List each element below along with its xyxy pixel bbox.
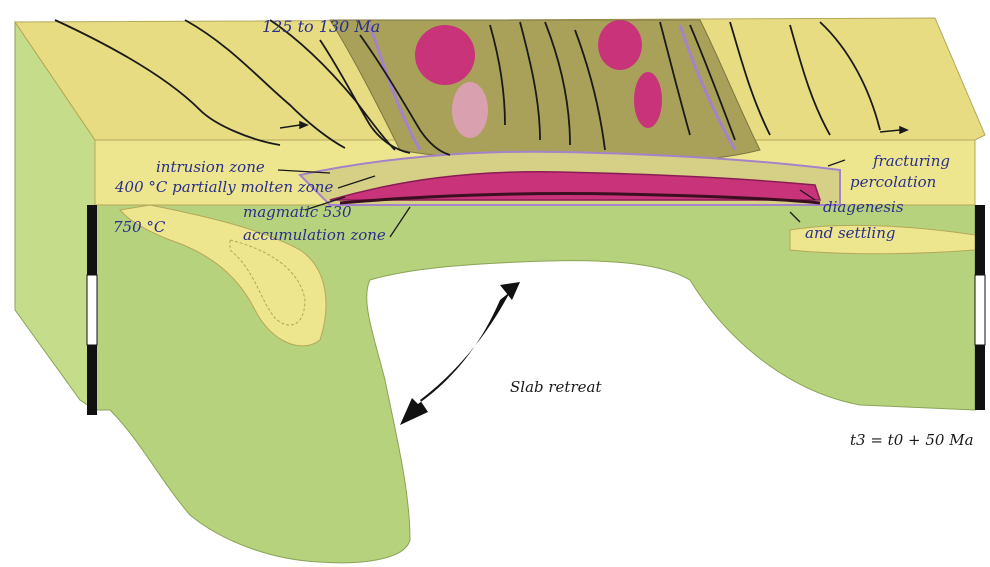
label-magmatic-line1: magmatic 530 bbox=[243, 203, 352, 221]
label-intrusion-zone: intrusion zone bbox=[156, 158, 265, 176]
magma-top-left2 bbox=[452, 82, 488, 138]
magma-top-right2 bbox=[634, 72, 662, 128]
slab-retreat-arrow-tail bbox=[500, 282, 520, 300]
slab-retreat-arrow bbox=[400, 292, 510, 425]
magma-top-right bbox=[598, 20, 642, 70]
magma-top-left bbox=[415, 25, 475, 85]
label-percolation: percolation bbox=[850, 173, 936, 191]
label-isotherm-750: 750 °C bbox=[113, 218, 166, 236]
label-settling: and settling bbox=[805, 224, 895, 242]
label-top-age: 125 to 130 Ma bbox=[262, 17, 380, 36]
label-time: t3 = t0 + 50 Ma bbox=[850, 431, 974, 449]
label-partially-molten: 400 °C partially molten zone bbox=[114, 178, 333, 196]
label-magmatic-line2: accumulation zone bbox=[243, 226, 386, 244]
label-diagenesis: diagenesis bbox=[823, 198, 904, 216]
label-fracturing: fracturing bbox=[872, 152, 950, 170]
scale-bar-right bbox=[975, 205, 985, 410]
scale-bar-left bbox=[87, 205, 97, 415]
label-slab-retreat: Slab retreat bbox=[510, 378, 602, 396]
